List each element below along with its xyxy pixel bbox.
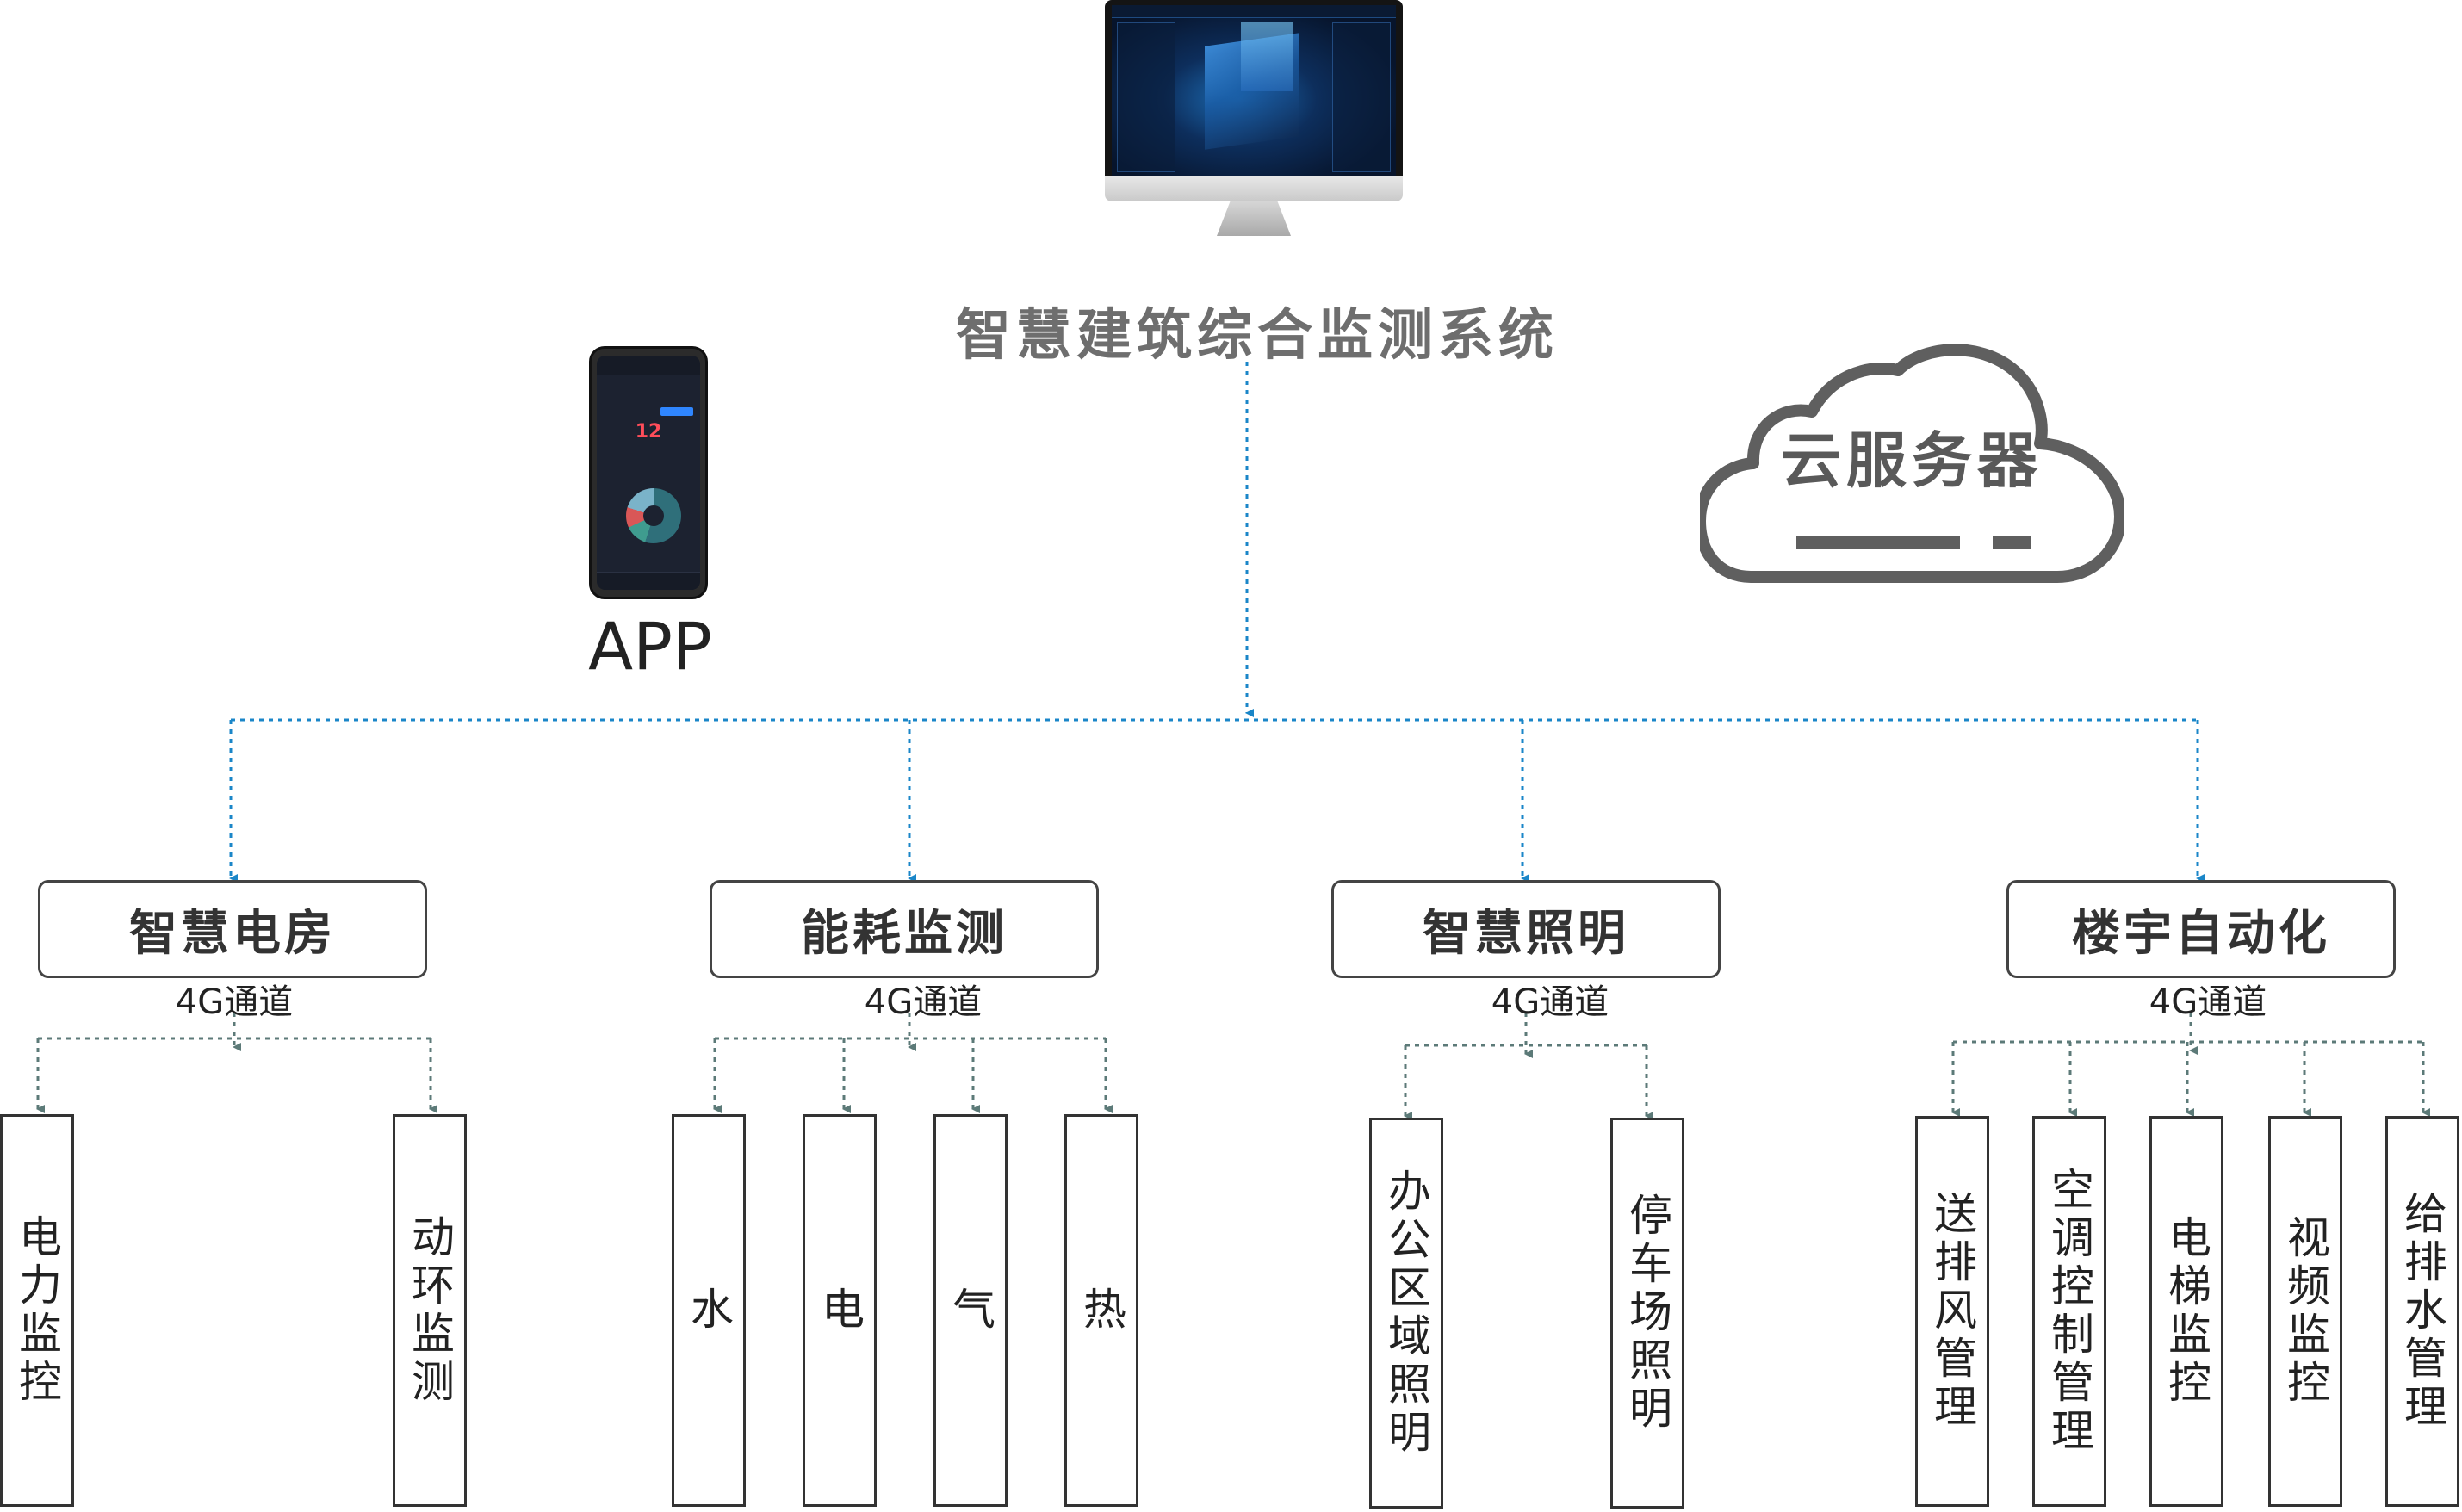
leaf-box: 动环监测 xyxy=(393,1114,467,1507)
leaf-box: 停车场照明 xyxy=(1610,1118,1684,1509)
monitor-stand xyxy=(1217,201,1291,236)
building-tower xyxy=(1241,22,1293,91)
system-title: 智慧建筑综合监测系统 xyxy=(956,304,1559,368)
smartphone-icon: 12 xyxy=(589,346,708,599)
leaf-box: 送排风管理 xyxy=(1915,1116,1989,1507)
leaf-label: 动环监测 xyxy=(405,1214,455,1407)
leaf-label: 视频监控 xyxy=(2280,1215,2330,1408)
channel-label: 4G通道 xyxy=(864,982,983,1022)
dashboard-left-panel xyxy=(1117,22,1175,172)
phone-header xyxy=(597,356,700,375)
branch-lines xyxy=(36,1013,2430,1120)
cloud-outline xyxy=(1700,344,2124,583)
leaf-label: 空调控制管理 xyxy=(2044,1167,2094,1456)
leaf-box: 给排水管理 xyxy=(2385,1116,2459,1507)
leaf-box: 视频监控 xyxy=(2268,1116,2342,1507)
leaf-label: 电力监控 xyxy=(12,1214,62,1407)
leaf-label: 电 xyxy=(815,1286,865,1335)
leaf-label: 办公区域照明 xyxy=(1381,1168,1431,1458)
leaf-label: 热 xyxy=(1076,1286,1126,1335)
leaf-box: 水 xyxy=(672,1114,746,1507)
phone-nav-bar xyxy=(597,572,700,590)
monitor-bezel xyxy=(1105,0,1403,191)
dashboard-right-panel xyxy=(1332,22,1391,172)
leaf-label: 电梯监控 xyxy=(2161,1215,2211,1408)
phone-counter: 12 xyxy=(635,421,662,443)
cloud-server-icon xyxy=(1700,344,2124,583)
cloud-bar-long xyxy=(1796,536,1960,549)
desktop-monitor-icon xyxy=(1105,0,1403,250)
leaf-box: 气 xyxy=(933,1114,1008,1507)
dashboard-screen xyxy=(1112,5,1396,176)
donut-chart-icon xyxy=(626,488,681,543)
channel-label: 4G通道 xyxy=(175,982,294,1022)
cloud-bar-short xyxy=(1993,536,2031,549)
leaf-label: 送排风管理 xyxy=(1927,1191,1977,1432)
leaf-label: 停车场照明 xyxy=(1622,1193,1672,1434)
cloud-server-label: 云服务器 xyxy=(1781,425,2043,496)
leaf-box: 电 xyxy=(803,1114,877,1507)
channel-label: 4G通道 xyxy=(2149,982,2267,1022)
phone-button xyxy=(660,407,693,416)
category-label: 楼宇自动化 xyxy=(2072,905,2330,962)
leaf-label: 给排水管理 xyxy=(2397,1191,2447,1432)
leaf-label: 气 xyxy=(946,1286,995,1335)
phone-screen: 12 xyxy=(597,356,700,590)
category-label: 智慧电房 xyxy=(129,905,336,962)
category-label: 能耗监测 xyxy=(801,905,1008,962)
app-label: APP xyxy=(588,608,712,685)
leaf-box: 电梯监控 xyxy=(2149,1116,2223,1507)
channel-label: 4G通道 xyxy=(1491,982,1609,1022)
category-box-building-automation: 楼宇自动化 xyxy=(2006,880,2396,978)
trunk-lines xyxy=(229,362,2205,883)
leaf-label: 水 xyxy=(684,1286,734,1335)
category-box-power-room: 智慧电房 xyxy=(38,880,427,978)
category-label: 智慧照明 xyxy=(1423,905,1629,962)
monitor-chin xyxy=(1105,176,1403,201)
dashboard-topbar xyxy=(1112,5,1396,18)
leaf-box: 空调控制管理 xyxy=(2032,1116,2106,1507)
leaf-box: 电力监控 xyxy=(0,1114,74,1507)
category-box-lighting: 智慧照明 xyxy=(1331,880,1721,978)
leaf-box: 办公区域照明 xyxy=(1369,1118,1443,1509)
category-box-energy: 能耗监测 xyxy=(710,880,1099,978)
leaf-box: 热 xyxy=(1064,1114,1138,1507)
